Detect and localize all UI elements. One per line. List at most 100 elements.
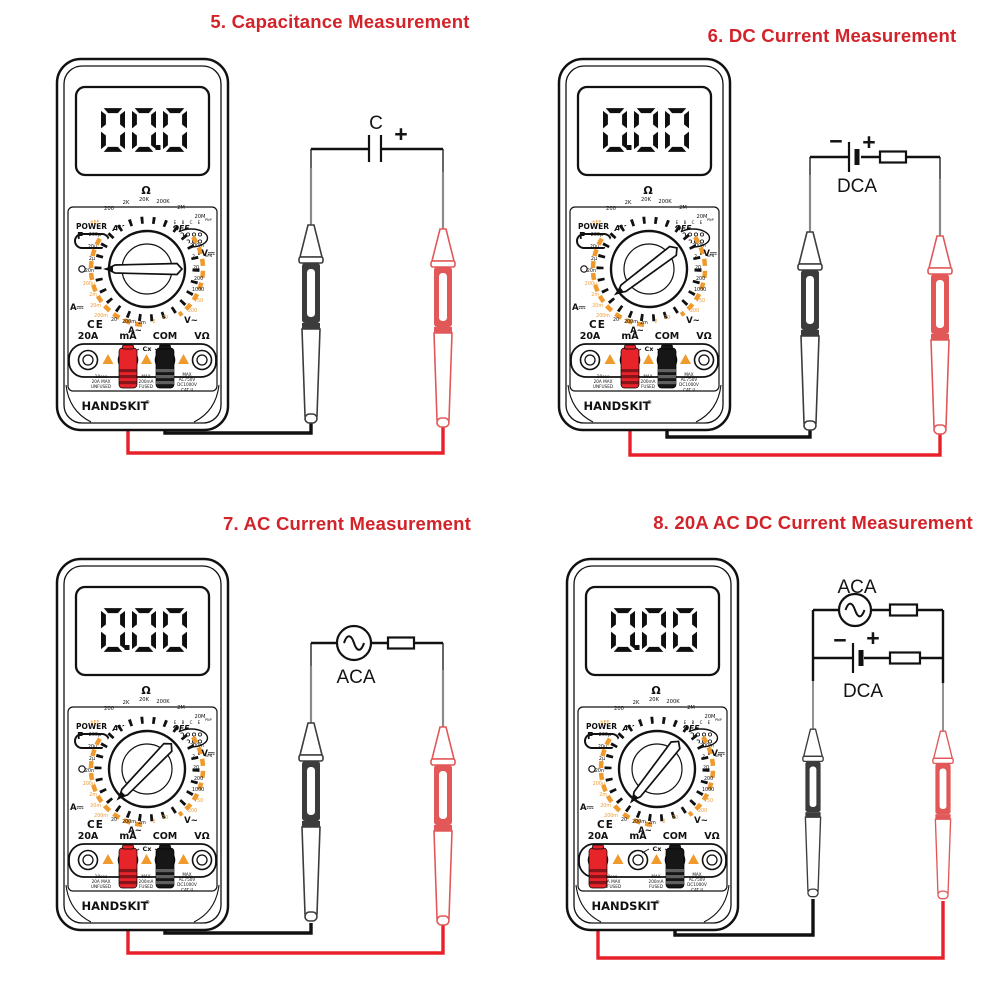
plug-band [119, 869, 137, 873]
plug-band [589, 869, 607, 873]
resistor [888, 603, 919, 617]
red-probe [926, 177, 954, 436]
dial-pointer-body [615, 245, 678, 295]
black-probe [796, 173, 824, 432]
red-plug [588, 844, 608, 889]
plug-band [658, 381, 676, 385]
polarity-minus: − [829, 128, 842, 154]
plug-band [621, 375, 639, 379]
red-probe [429, 668, 457, 927]
plug-top [592, 844, 604, 850]
plug-band [119, 381, 137, 385]
plug-band [156, 869, 174, 873]
dial-pointer-body [105, 262, 184, 276]
sine-wave-icon [343, 635, 365, 651]
dial-pointer [116, 742, 173, 801]
plug-top [661, 344, 673, 350]
resistor [386, 636, 416, 650]
measurement-panel: 8. 20A AC DC Current Measurement + [500, 500, 1000, 1000]
plug-band [119, 369, 137, 373]
dial-pointer-tip [629, 793, 639, 804]
plug-band [156, 381, 174, 385]
multimeter [55, 557, 230, 932]
source-label: ACA [336, 667, 375, 688]
resistor [888, 651, 922, 665]
plug-band [156, 881, 174, 885]
red-plug [118, 344, 138, 389]
lcd-decimal-point [626, 145, 632, 150]
panel-title: 8. 20A AC DC Current Measurement [653, 512, 973, 533]
panel-title: 5. Capacitance Measurement [210, 11, 470, 32]
plug-top [159, 344, 171, 350]
red-plug [620, 344, 640, 389]
black-probe [297, 664, 325, 923]
measurement-panel: 7. AC Current Measurement [0, 500, 500, 1000]
source-label: DCA [837, 176, 877, 197]
polarity-plus: + [394, 121, 407, 147]
dial-pointer-tip [613, 286, 624, 296]
plug-band [589, 881, 607, 885]
plug-band [156, 375, 174, 379]
sine-wave-icon [844, 602, 866, 618]
plug-top [159, 844, 171, 850]
dial-pointer-tip [116, 791, 126, 801]
polarity-minus: − [833, 627, 846, 653]
capacitor-label: C [369, 113, 383, 134]
plug-band [119, 875, 137, 879]
plug-band [621, 369, 639, 373]
plug-band [156, 875, 174, 879]
plug-band [156, 369, 174, 373]
panel-title: 6. DC Current Measurement [707, 25, 957, 46]
lcd-decimal-point [634, 645, 640, 650]
lcd-decimal-point [124, 645, 130, 650]
plug-band [119, 375, 137, 379]
plug-band [666, 875, 684, 879]
plug-top [122, 344, 134, 350]
lcd-readout [101, 108, 187, 152]
circuit-scene: C + + [126, 113, 457, 455]
lcd-decimal-point [155, 145, 161, 150]
lcd-readout [603, 108, 689, 152]
black-probe [297, 166, 325, 425]
dial-pointer [629, 740, 681, 804]
dc-source-label: DCA [843, 681, 883, 702]
measurement-panel: 5. Capacitance Measurement C + [0, 0, 500, 500]
black-probe [801, 680, 825, 898]
plug-band [666, 881, 684, 885]
circuit-scene: + − + [596, 577, 955, 960]
plug-band [658, 369, 676, 373]
multimeter [565, 557, 740, 932]
plug-band [119, 881, 137, 885]
measurement-panel: 6. DC Current Measurement + [500, 0, 1000, 500]
plug-band [621, 381, 639, 385]
dial-pointer [103, 262, 184, 276]
plug-top [122, 844, 134, 850]
ac-source-label: ACA [837, 577, 876, 598]
panel-title: 7. AC Current Measurement [223, 513, 471, 534]
dial-pointer-tip [103, 265, 113, 273]
resistor [878, 150, 908, 164]
plug-top [624, 344, 636, 350]
plug-band [658, 375, 676, 379]
red-probe [931, 682, 955, 900]
black-plug-com [657, 344, 677, 389]
plug-band [666, 869, 684, 873]
black-plug-com [665, 844, 685, 889]
black-plug-com [155, 344, 175, 389]
red-probe [429, 170, 457, 429]
multimeter [55, 57, 230, 432]
multimeter [557, 57, 732, 432]
lcd-readout [611, 608, 697, 652]
black-plug-com [155, 844, 175, 889]
dial-pointer [613, 245, 678, 296]
polarity-plus: + [866, 625, 879, 651]
dial-pointer-body [631, 740, 681, 803]
polarity-plus: + [862, 129, 875, 155]
ac-dc-current-circuit: ACA − + DCA [596, 577, 955, 960]
lcd-readout [101, 608, 187, 652]
red-plug [118, 844, 138, 889]
plug-band [589, 875, 607, 879]
plug-top [669, 844, 681, 850]
capacitor-circuit: C + [126, 113, 457, 455]
dial-pointer-body [117, 742, 173, 800]
